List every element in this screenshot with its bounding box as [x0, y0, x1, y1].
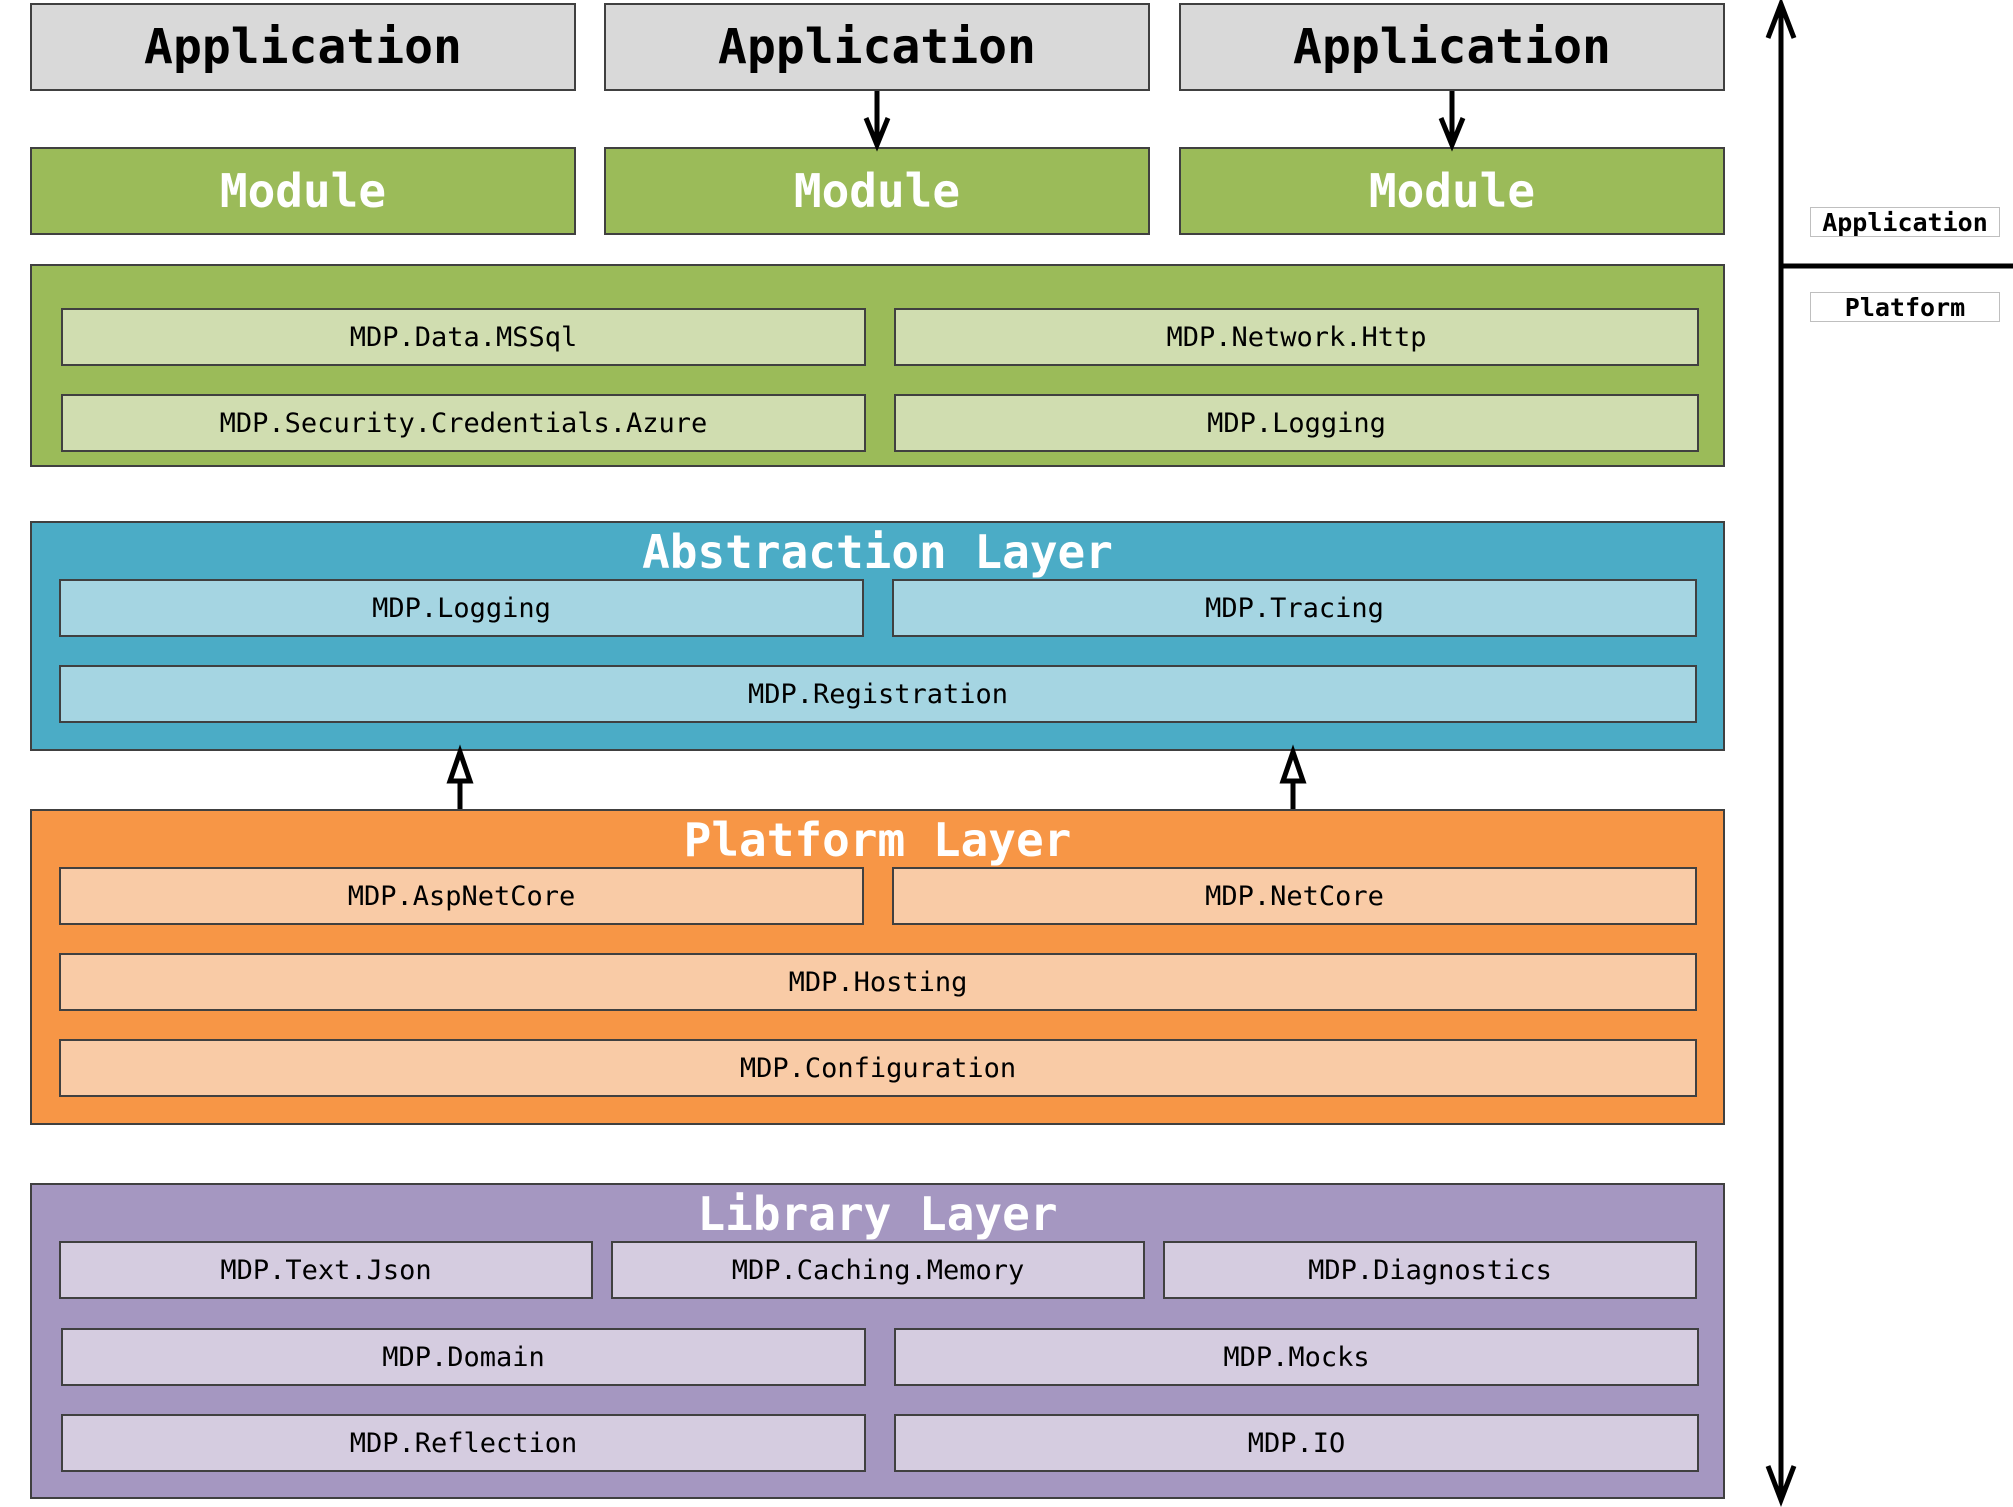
library-mdp-io: MDP.IO [894, 1414, 1699, 1472]
side-label-application: Application [1810, 207, 2000, 237]
module-box-2: Module [604, 147, 1150, 235]
library-mdp-text-json: MDP.Text.Json [59, 1241, 593, 1299]
application-box-2: Application [604, 3, 1150, 91]
library-mdp-mocks: MDP.Mocks [894, 1328, 1699, 1386]
module-box-1: Module [30, 147, 576, 235]
library-layer-panel: Library Layer MDP.Text.Json MDP.Caching.… [30, 1183, 1725, 1499]
module-box-3: Module [1179, 147, 1725, 235]
abstraction-mdp-tracing: MDP.Tracing [892, 579, 1697, 637]
component-mdp-data-mssql: MDP.Data.MSSql [61, 308, 866, 366]
component-mdp-network-http: MDP.Network.Http [894, 308, 1699, 366]
library-mdp-caching-memory: MDP.Caching.Memory [611, 1241, 1145, 1299]
platform-mdp-configuration: MDP.Configuration [59, 1039, 1697, 1097]
abstraction-layer-title: Abstraction Layer [642, 525, 1113, 579]
platform-mdp-hosting: MDP.Hosting [59, 953, 1697, 1011]
platform-mdp-aspnetcore: MDP.AspNetCore [59, 867, 864, 925]
library-layer-title: Library Layer [697, 1187, 1058, 1241]
arrow-app2-to-module2 [863, 91, 891, 152]
side-label-platform: Platform [1810, 292, 2000, 322]
component-mdp-security-credentials-azure: MDP.Security.Credentials.Azure [61, 394, 866, 452]
module-components-panel: MDP.Data.MSSql MDP.Network.Http MDP.Secu… [30, 264, 1725, 467]
platform-layer-title: Platform Layer [683, 813, 1072, 867]
arrow-app3-to-module3 [1438, 91, 1466, 152]
library-mdp-domain: MDP.Domain [61, 1328, 866, 1386]
abstraction-mdp-registration: MDP.Registration [59, 665, 1697, 723]
application-box-1: Application [30, 3, 576, 91]
library-mdp-reflection: MDP.Reflection [61, 1414, 866, 1472]
arrow-platform-to-abstraction-left [446, 744, 474, 809]
vertical-axis-arrow [1765, 0, 1797, 1507]
platform-mdp-netcore: MDP.NetCore [892, 867, 1697, 925]
application-box-3: Application [1179, 3, 1725, 91]
arrow-platform-to-abstraction-right [1279, 744, 1307, 809]
library-mdp-diagnostics: MDP.Diagnostics [1163, 1241, 1697, 1299]
abstraction-mdp-logging: MDP.Logging [59, 579, 864, 637]
component-mdp-logging: MDP.Logging [894, 394, 1699, 452]
abstraction-layer-panel: Abstraction Layer MDP.Logging MDP.Tracin… [30, 521, 1725, 751]
platform-layer-panel: Platform Layer MDP.AspNetCore MDP.NetCor… [30, 809, 1725, 1125]
